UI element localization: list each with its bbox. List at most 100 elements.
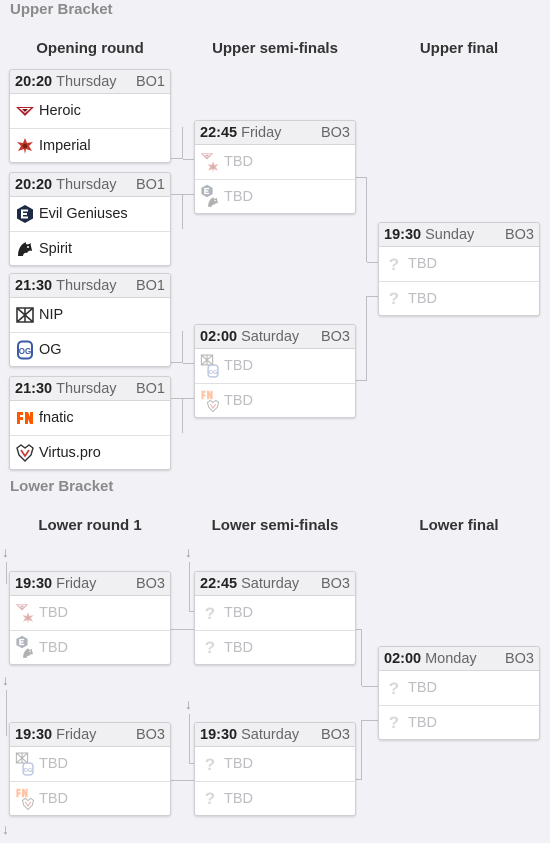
bracket-connector [355, 720, 362, 780]
team-row[interactable]: TBD [10, 630, 170, 664]
bracket-connector [6, 562, 7, 584]
bracket-connector [189, 562, 194, 612]
team-name: Imperial [39, 137, 91, 154]
bracket-connector [183, 363, 194, 364]
team-row[interactable]: Evil Geniuses [10, 197, 170, 231]
match-day: Friday [241, 124, 282, 141]
bracket-connector [171, 629, 194, 630]
team-name: Spirit [39, 240, 73, 257]
heroic-imperial-stacked-icon [15, 602, 35, 624]
match-header: 19:30 Sunday BO3 [379, 223, 539, 247]
match-time: 22:45 [200, 575, 238, 592]
team-row[interactable]: ? TBD [195, 596, 355, 630]
team-row[interactable]: Imperial [10, 128, 170, 162]
col-header-lower-round-1: Lower round 1 [38, 517, 142, 534]
team-row[interactable]: ? TBD [379, 705, 539, 739]
match-day: Thursday [56, 73, 117, 90]
drop-in-arrow-icon: ↓ [2, 821, 9, 837]
team-name: Evil Geniuses [39, 206, 128, 222]
match-format: BO3 [504, 226, 534, 243]
match-header: 20:20 Thursday BO1 [10, 173, 170, 197]
match-format: BO3 [320, 328, 350, 345]
match-time: 19:30 [15, 575, 53, 592]
heroic-logo-icon [15, 100, 35, 122]
team-row[interactable]: NIP [10, 298, 170, 332]
team-row[interactable]: OG [10, 332, 170, 366]
match-time: 22:45 [200, 124, 238, 141]
drop-in-arrow-icon: ↓ [2, 544, 9, 560]
team-row[interactable]: Heroic [10, 94, 170, 128]
bracket-connector [183, 194, 194, 195]
team-name: TBD [408, 290, 437, 307]
team-name: TBD [39, 605, 68, 621]
team-name: TBD [224, 392, 253, 409]
match-header: 19:30 Saturday BO3 [195, 723, 355, 747]
team-row[interactable]: ? TBD [195, 630, 355, 664]
bracket-connector [362, 686, 378, 687]
match-card[interactable]: 21:30 Thursday BO1 fnatic Virtus.pro [9, 376, 171, 470]
match-card[interactable]: 20:20 Thursday BO1 Evil Geniuses Spirit [9, 172, 171, 266]
team-row[interactable]: TBD [195, 145, 355, 179]
team-row[interactable]: TBD [195, 349, 355, 383]
unknown-team-icon: ? [388, 713, 400, 732]
unknown-team-icon: ? [204, 638, 216, 657]
match-card[interactable]: 19:30 Sunday BO3 ? TBD ? TBD [378, 222, 540, 316]
team-row[interactable]: Spirit [10, 231, 170, 265]
match-card[interactable]: 20:20 Thursday BO1 Heroic Imperial [9, 69, 171, 163]
team-name: TBD [408, 256, 437, 272]
bracket-connector [367, 262, 378, 263]
team-row[interactable]: ? TBD [379, 671, 539, 705]
match-header: 21:30 Thursday BO1 [10, 377, 170, 401]
team-row[interactable]: ? TBD [379, 247, 539, 281]
drop-in-arrow-icon: ↓ [2, 672, 9, 688]
team-name: NIP [39, 307, 64, 323]
eg-spirit-stacked-icon [15, 637, 35, 659]
unknown-team-icon: ? [204, 789, 216, 808]
match-day: Thursday [56, 176, 117, 193]
match-day: Saturday [241, 328, 300, 345]
heroic-imperial-stacked-icon [200, 151, 220, 173]
team-row[interactable]: TBD [10, 781, 170, 815]
team-row[interactable]: TBD [195, 179, 355, 213]
col-header-opening-round: Opening round [36, 40, 144, 57]
match-format: BO1 [135, 73, 165, 90]
match-card[interactable]: 19:30 Friday BO3 TBD TBD [9, 722, 171, 816]
match-card[interactable]: 19:30 Saturday BO3 ? TBD ? TBD [194, 722, 356, 816]
match-card[interactable]: 19:30 Friday BO3 TBD TBD [9, 571, 171, 665]
team-row[interactable]: ? TBD [195, 747, 355, 781]
match-card[interactable]: 02:00 Saturday BO3 TBD TBD [194, 324, 356, 418]
team-row[interactable]: Virtus.pro [10, 435, 170, 469]
team-name: TBD [39, 756, 68, 772]
bracket-connector [355, 296, 367, 381]
match-day: Monday [425, 650, 477, 667]
team-row[interactable]: TBD [195, 383, 355, 417]
team-row[interactable]: TBD [10, 596, 170, 630]
og-logo-icon [15, 339, 35, 361]
nip-og-stacked-icon [15, 753, 35, 775]
match-day: Thursday [56, 277, 117, 294]
bracket-connector [355, 629, 362, 686]
team-row[interactable]: TBD [10, 747, 170, 781]
match-card[interactable]: 21:30 Thursday BO1 NIP OG [9, 273, 171, 367]
match-format: BO3 [135, 726, 165, 743]
team-name: TBD [408, 680, 437, 696]
upper-bracket-title: Upper Bracket [10, 1, 113, 18]
imperial-logo-icon [15, 135, 35, 157]
team-row[interactable]: ? TBD [195, 781, 355, 815]
match-card[interactable]: 22:45 Friday BO3 TBD TBD [194, 120, 356, 214]
team-name: Virtus.pro [39, 444, 101, 461]
bracket-connector [183, 398, 194, 399]
team-row[interactable]: fnatic [10, 401, 170, 435]
match-header: 19:30 Friday BO3 [10, 572, 170, 596]
team-name: TBD [224, 154, 253, 170]
team-row[interactable]: ? TBD [379, 281, 539, 315]
match-time: 19:30 [15, 726, 53, 743]
match-time: 20:20 [15, 176, 53, 193]
match-time: 19:30 [384, 226, 422, 243]
bracket-connector [355, 177, 367, 262]
match-format: BO1 [135, 176, 165, 193]
match-card[interactable]: 22:45 Saturday BO3 ? TBD ? TBD [194, 571, 356, 665]
match-day: Friday [56, 575, 97, 592]
match-card[interactable]: 02:00 Monday BO3 ? TBD ? TBD [378, 646, 540, 740]
unknown-team-icon: ? [388, 289, 400, 308]
